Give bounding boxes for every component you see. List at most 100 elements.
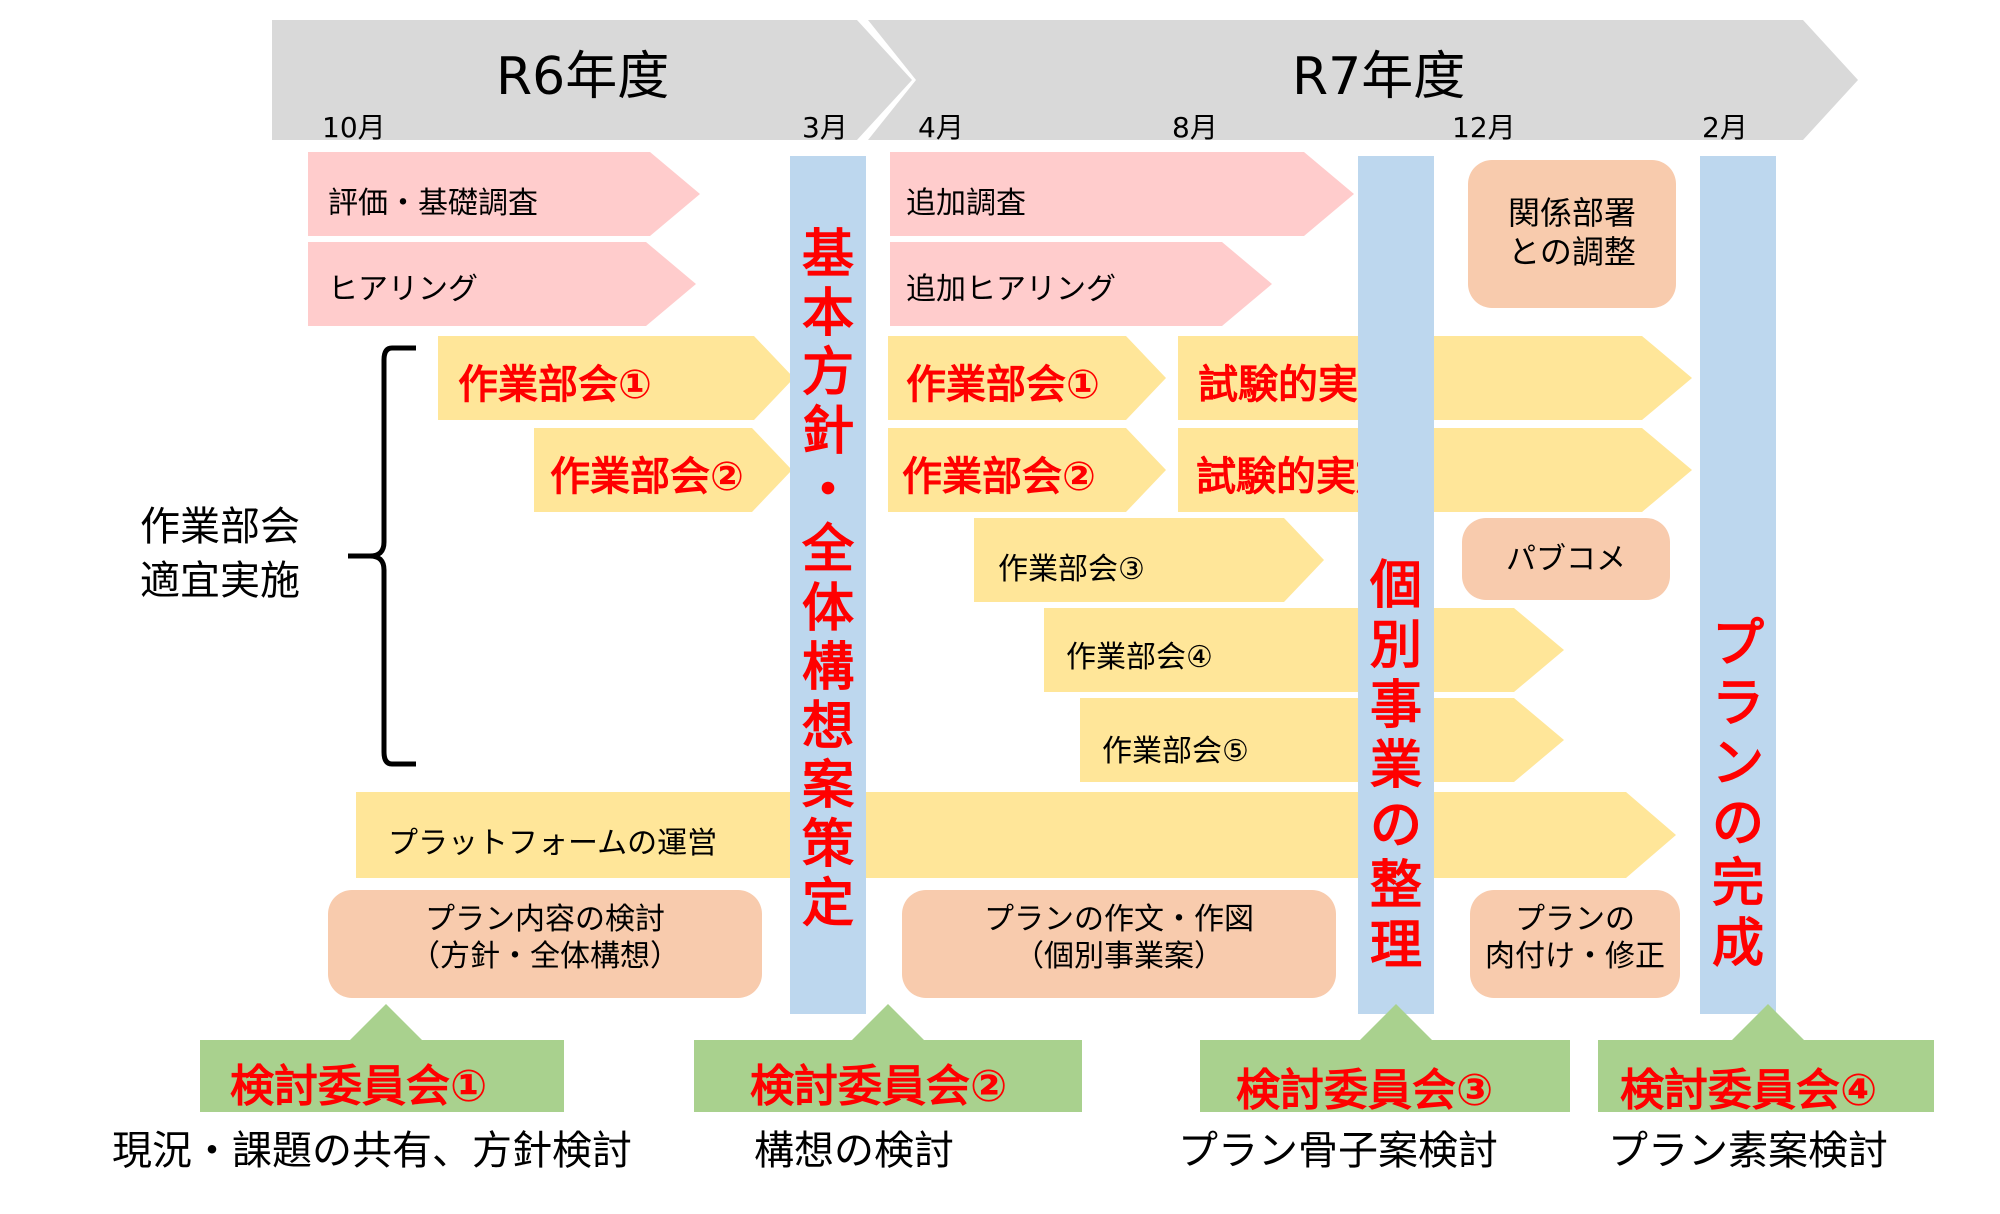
bar-wg1-r6 bbox=[438, 336, 794, 420]
committee-4-caption: プラン素案検討 bbox=[1608, 1128, 1888, 1174]
milestone-kihon-column bbox=[790, 156, 866, 1014]
milestone-kihon-char: 本 bbox=[801, 284, 854, 344]
bar-wg2-r6-label: 作業部会② bbox=[550, 454, 744, 500]
committee-4-box bbox=[1598, 1040, 1934, 1112]
committee-4-label: 検討委員会④ bbox=[1620, 1065, 1878, 1116]
milestone-kihon-char: 案 bbox=[801, 756, 854, 816]
milestone-kihon-char: 想 bbox=[801, 697, 854, 757]
milestone-kobetsu-char: 理 bbox=[1369, 916, 1422, 976]
milestone-kobetsu-text: 個別事業の整理 bbox=[1358, 556, 1434, 976]
bar-hearing bbox=[308, 242, 696, 326]
box-plan-nikuzuke-text: プランの 肉付け・修正 bbox=[1470, 902, 1680, 975]
milestone-kansei-char: ラ bbox=[1711, 674, 1764, 734]
committee-3-pointer bbox=[1354, 1004, 1438, 1046]
milestone-kihon-char: 基 bbox=[801, 225, 854, 285]
box-kankei-chosei-line1: 関係部署 bbox=[1507, 194, 1636, 232]
bar-wg5 bbox=[1080, 698, 1564, 782]
bracket-label-line2: 適宜実施 bbox=[140, 558, 300, 604]
milestone-kobetsu-char: 整 bbox=[1369, 856, 1422, 916]
bar-wg3 bbox=[974, 518, 1324, 602]
bracket-label-line1: 作業部会 bbox=[140, 504, 300, 550]
milestone-kansei-text: プランの完成 bbox=[1700, 614, 1776, 974]
bar-hyoka-kiso-chosa-label: 評価・基礎調査 bbox=[328, 186, 538, 221]
box-plan-content-line1: プラン内容の検討 bbox=[425, 902, 665, 937]
milestone-kobetsu-char: 業 bbox=[1369, 736, 1422, 796]
committee-3-label: 検討委員会③ bbox=[1236, 1065, 1494, 1116]
bar-wg4-label: 作業部会④ bbox=[1066, 640, 1213, 675]
bar-tsuika-hearing bbox=[890, 242, 1272, 326]
box-kankei-chosei-line2: との調整 bbox=[1508, 233, 1636, 272]
month-label-mar: 3月 bbox=[802, 111, 848, 144]
milestone-kobetsu-char: の bbox=[1369, 796, 1422, 856]
bar-trial-2 bbox=[1178, 428, 1692, 512]
box-plan-sakubun-line2: （個別事業案） bbox=[1014, 938, 1224, 974]
milestone-kihon-char: 針 bbox=[801, 402, 854, 462]
committee-1-label: 検討委員会① bbox=[230, 1061, 488, 1112]
box-kankei-chosei-text: 関係部署 との調整 bbox=[1468, 194, 1676, 272]
box-plan-nikuzuke-line2: 肉付け・修正 bbox=[1485, 938, 1665, 974]
month-label-feb: 2月 bbox=[1702, 111, 1748, 144]
bar-tsuika-chosa-label: 追加調査 bbox=[906, 186, 1026, 221]
fiscal-year-r7-arrow bbox=[868, 20, 1858, 140]
box-plan-nikuzuke-line1: プランの bbox=[1515, 902, 1635, 937]
bar-wg1-r6-label: 作業部会① bbox=[458, 362, 652, 408]
committee-3-caption: プラン骨子案検討 bbox=[1178, 1128, 1498, 1174]
fiscal-year-r6-arrow bbox=[272, 20, 912, 140]
milestone-kihon-char: 方 bbox=[801, 343, 854, 403]
milestone-kansei-char: プ bbox=[1711, 614, 1764, 674]
box-plan-content bbox=[328, 890, 762, 998]
bar-platform bbox=[356, 792, 1676, 878]
bar-wg2-r7-label: 作業部会② bbox=[902, 454, 1096, 500]
month-label-apr: 4月 bbox=[918, 111, 964, 144]
milestone-kihon-char: 構 bbox=[801, 638, 854, 698]
milestone-kihon-char: 定 bbox=[801, 874, 854, 934]
bar-wg4 bbox=[1044, 608, 1564, 692]
fiscal-year-r6-label: R6年度 bbox=[496, 47, 670, 107]
bar-wg2-r7 bbox=[888, 428, 1166, 512]
box-plan-sakubun-line1: プランの作文・作図 bbox=[984, 902, 1254, 937]
milestone-kobetsu-char: 個 bbox=[1369, 556, 1422, 616]
milestone-kihon-text: 基本方針・全体構想案策定 bbox=[790, 226, 866, 934]
milestone-kihon-char: 全 bbox=[801, 520, 854, 580]
bar-wg1-r7-label: 作業部会① bbox=[906, 362, 1100, 408]
committee-4-pointer bbox=[1726, 1004, 1810, 1046]
committee-2-caption: 構想の検討 bbox=[754, 1128, 954, 1174]
box-plan-content-line2: （方針・全体構想） bbox=[410, 938, 680, 974]
bar-wg5-label: 作業部会⑤ bbox=[1102, 734, 1249, 769]
bar-platform-label: プラットフォームの運営 bbox=[388, 826, 718, 861]
bar-wg2-r6 bbox=[534, 428, 792, 512]
milestone-kansei-char: ン bbox=[1711, 734, 1764, 794]
committee-3-box bbox=[1200, 1040, 1570, 1112]
committee-1-pointer bbox=[344, 1004, 428, 1046]
committee-2-label: 検討委員会② bbox=[750, 1061, 1008, 1112]
milestone-kihon-char: 体 bbox=[801, 579, 854, 639]
milestone-kansei-char: 完 bbox=[1711, 854, 1764, 914]
committee-2-box bbox=[694, 1040, 1082, 1112]
fiscal-year-r7-label: R7年度 bbox=[1292, 47, 1466, 107]
curly-brace bbox=[348, 345, 416, 767]
box-kankei-chosei bbox=[1468, 160, 1676, 308]
box-plan-sakubun bbox=[902, 890, 1336, 998]
bar-wg3-label: 作業部会③ bbox=[998, 552, 1145, 587]
milestone-kobetsu-char: 事 bbox=[1369, 676, 1422, 736]
bracket-label: 作業部会 適宜実施 bbox=[140, 500, 340, 608]
box-pabucome bbox=[1462, 518, 1670, 600]
bar-wg1-r7 bbox=[888, 336, 1166, 420]
committee-2-pointer bbox=[846, 1004, 930, 1046]
month-label-oct: 10月 bbox=[322, 111, 386, 144]
milestone-kansei-char: 成 bbox=[1711, 914, 1764, 974]
bar-hyoka-kiso-chosa bbox=[308, 152, 700, 236]
committee-1-box bbox=[200, 1040, 564, 1112]
bar-tsuika-chosa bbox=[890, 152, 1354, 236]
box-pabucome-text: パブコメ bbox=[1506, 542, 1626, 577]
committee-1-caption: 現況・課題の共有、方針検討 bbox=[112, 1128, 632, 1174]
milestone-kihon-char: 策 bbox=[801, 815, 854, 875]
bar-trial-1 bbox=[1178, 336, 1692, 420]
box-plan-content-text: プラン内容の検討 （方針・全体構想） bbox=[328, 902, 762, 975]
milestone-kobetsu-column bbox=[1358, 156, 1434, 1014]
bar-hearing-label: ヒアリング bbox=[328, 272, 478, 307]
month-label-dec: 12月 bbox=[1452, 111, 1516, 144]
box-plan-sakubun-text: プランの作文・作図 （個別事業案） bbox=[902, 902, 1336, 975]
bar-tsuika-hearing-label: 追加ヒアリング bbox=[906, 272, 1116, 307]
